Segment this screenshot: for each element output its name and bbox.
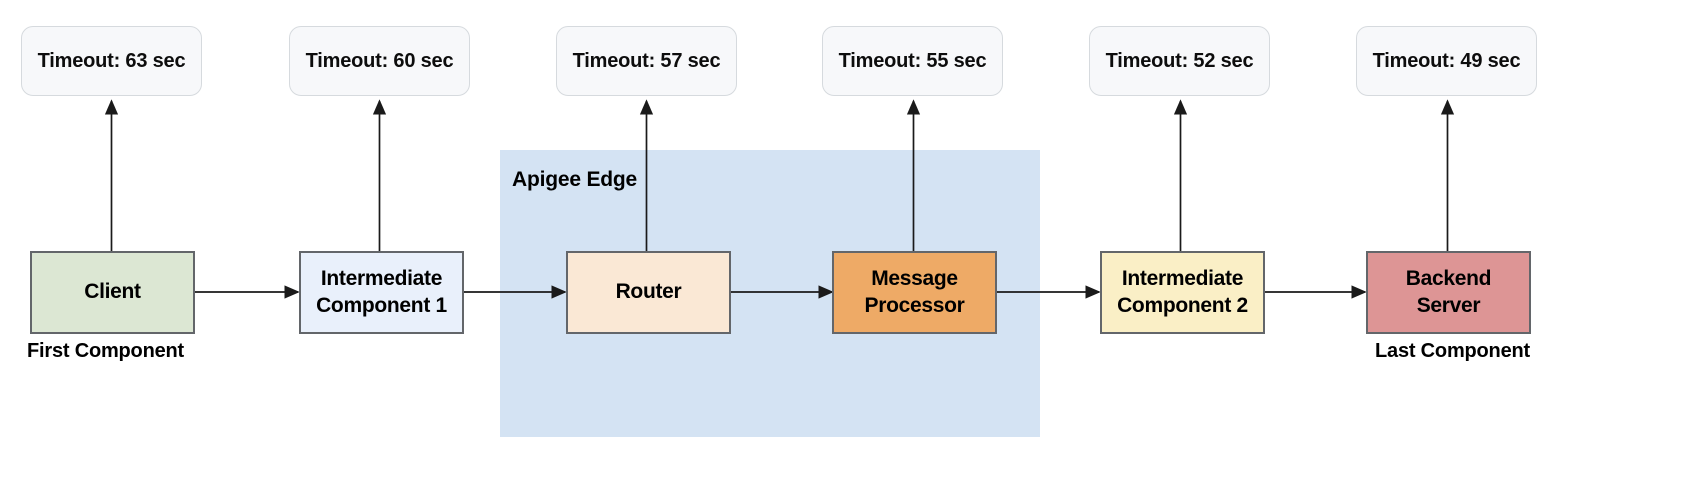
timeout-label-intermediate-component-2: Timeout: 52 sec: [1105, 49, 1254, 72]
timeout-label-backend-server: Timeout: 49 sec: [1372, 49, 1521, 72]
label-line-1: Message: [871, 267, 958, 291]
label-line-1: Intermediate: [1121, 267, 1244, 291]
timeout-label-intermediate-component-1: Timeout: 60 sec: [305, 49, 454, 72]
component-box-intermediate-component-1[interactable]: Intermediate Component 1: [299, 251, 464, 334]
component-box-client[interactable]: Client: [30, 251, 195, 334]
timeout-label-message-processor: Timeout: 55 sec: [838, 49, 987, 72]
component-label-client: Client: [84, 280, 141, 304]
timeout-box-router: Timeout: 57 sec: [556, 26, 737, 96]
label-line-2: Server: [1416, 293, 1481, 317]
component-label-router: Router: [615, 280, 682, 304]
label-line-1: Intermediate: [320, 267, 443, 291]
label-line-2: Processor: [864, 293, 965, 317]
first-component-note: First Component: [27, 340, 184, 362]
label-line-2: Component 1: [316, 293, 447, 317]
component-label-backend-server: Backend Server: [1400, 266, 1497, 319]
label-line-2: Component 2: [1117, 293, 1248, 317]
timeout-box-message-processor: Timeout: 55 sec: [822, 26, 1003, 96]
timeout-label-client: Timeout: 63 sec: [37, 49, 186, 72]
timeout-box-client: Timeout: 63 sec: [21, 26, 202, 96]
component-box-message-processor[interactable]: Message Processor: [832, 251, 997, 334]
component-box-router[interactable]: Router: [566, 251, 731, 334]
apigee-edge-region-label: Apigee Edge: [512, 168, 637, 191]
last-component-note: Last Component: [1375, 340, 1530, 362]
component-box-backend-server[interactable]: Backend Server: [1366, 251, 1531, 334]
timeout-label-router: Timeout: 57 sec: [572, 49, 721, 72]
timeout-box-intermediate-component-1: Timeout: 60 sec: [289, 26, 470, 96]
label-line-1: Backend: [1405, 267, 1492, 291]
component-box-intermediate-component-2[interactable]: Intermediate Component 2: [1100, 251, 1265, 334]
component-label-intermediate-component-2: Intermediate Component 2: [1111, 266, 1254, 319]
component-label-intermediate-component-1: Intermediate Component 1: [310, 266, 453, 319]
component-label-message-processor: Message Processor: [858, 266, 970, 319]
timeout-box-backend-server: Timeout: 49 sec: [1356, 26, 1537, 96]
timeout-box-intermediate-component-2: Timeout: 52 sec: [1089, 26, 1270, 96]
